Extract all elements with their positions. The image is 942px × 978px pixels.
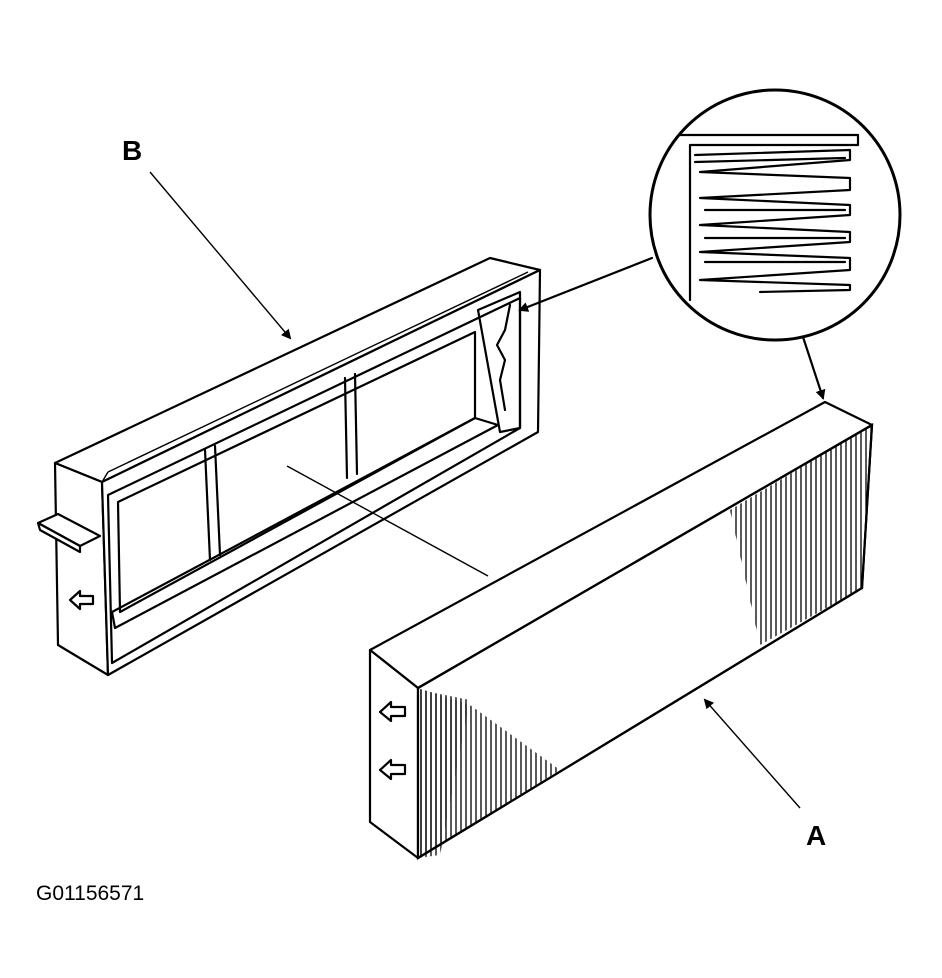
detail-leaders: [518, 256, 826, 400]
callout-a: A: [703, 698, 826, 851]
figure-id: G01156571: [36, 882, 144, 905]
callout-b: B: [122, 135, 292, 340]
filter-housing-b: [36, 256, 542, 677]
connector-line: [286, 465, 489, 577]
label-a: A: [806, 820, 826, 851]
filter-element-a: [368, 400, 874, 860]
pleat-detail-magnifier: [648, 88, 902, 342]
label-b: B: [122, 135, 142, 166]
